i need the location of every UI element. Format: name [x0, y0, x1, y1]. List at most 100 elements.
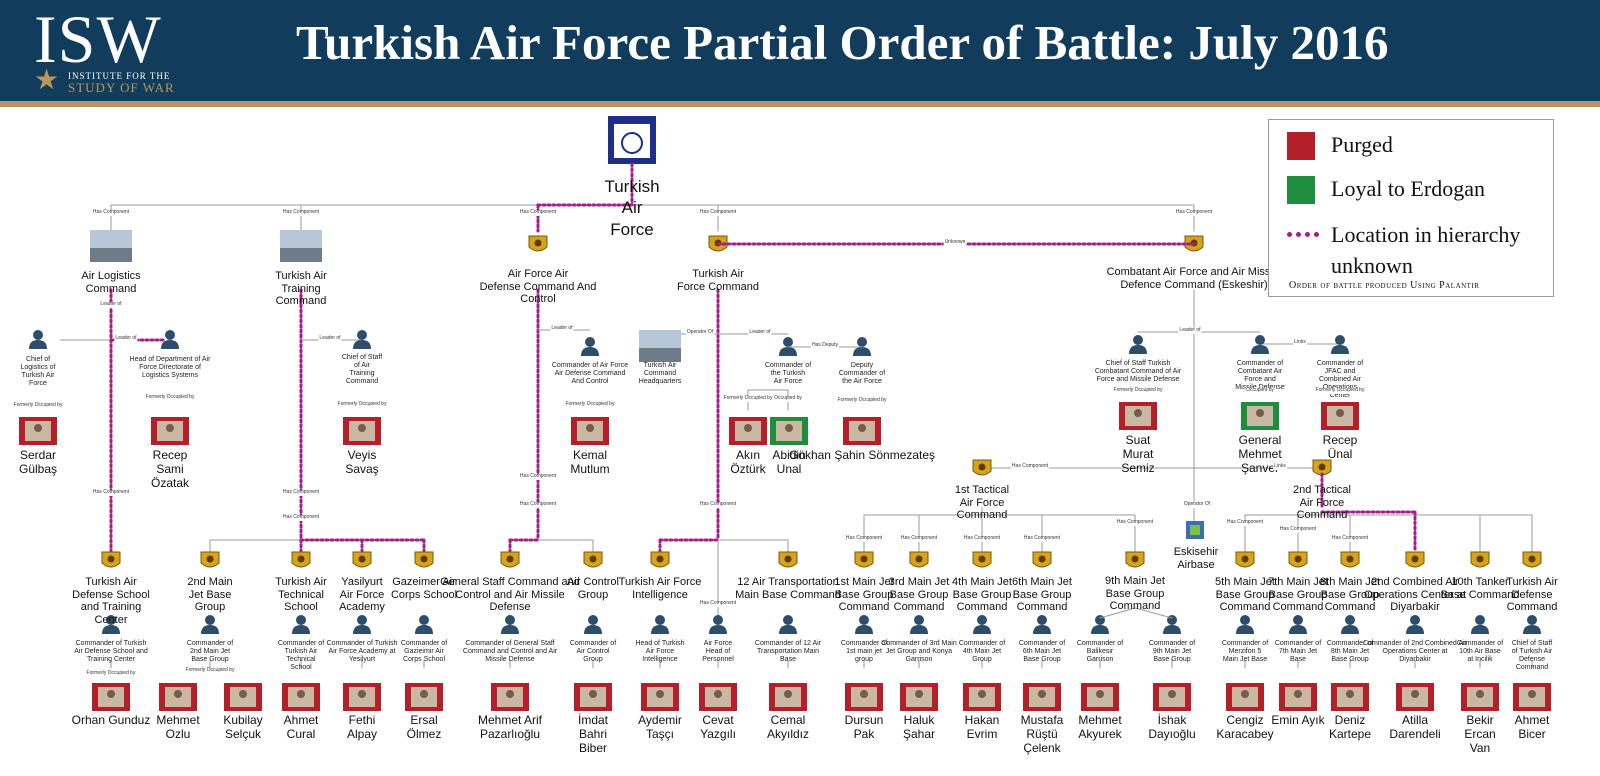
position-label: Turkish Air Command Headquarters	[638, 362, 682, 386]
position-label: Commander of 2nd Main Jet Base Group	[186, 640, 234, 664]
person-name: Cengiz Karacabey	[1216, 713, 1274, 741]
unit-badge-icon	[1125, 551, 1145, 568]
unit-label: 2nd Tactical Air Force Command	[1293, 484, 1351, 522]
edge-label: Operator Of	[1182, 501, 1212, 508]
person-name: İmdat Bahri Biber	[577, 713, 609, 755]
edge-label: Has Component	[698, 209, 738, 216]
unit-label: 5th Main Jet Base Group Command	[1215, 576, 1275, 614]
page-title: Turkish Air Force Partial Order of Battl…	[296, 15, 1389, 70]
person-icon	[505, 615, 515, 625]
portrait-head	[1528, 690, 1536, 698]
badge-center	[358, 555, 366, 563]
unit-badge-icon	[1235, 551, 1255, 568]
edge-label: Leader of	[99, 301, 123, 308]
position-label: Commander of 2nd Combined Air Operations…	[1363, 640, 1467, 664]
person-icon-body	[779, 625, 797, 634]
edge-label: Formerly Occupied by	[184, 667, 236, 674]
badge-center	[978, 463, 986, 471]
unit-badge-icon	[414, 551, 434, 568]
badge-center	[206, 555, 214, 563]
person-icon-body	[1406, 625, 1424, 634]
person-name: Recep Ünal	[1322, 433, 1358, 461]
badge-center	[420, 555, 428, 563]
unit-label: 7th Main Jet Base Group Command	[1268, 576, 1328, 614]
person-icon-body	[292, 625, 310, 634]
position-label: Commander of 6th Main Jet Base Group	[1018, 640, 1066, 664]
portrait-head	[166, 424, 174, 432]
unit-label: Turkish Air Force Command	[677, 268, 759, 293]
portrait-head	[1096, 690, 1104, 698]
person-name: Gökhan Şahin Sönmezateş	[788, 448, 936, 462]
position-label: Commander of 12 Air Transportation Main …	[754, 640, 822, 664]
unit-badge-icon	[101, 551, 121, 568]
person-icon	[857, 337, 867, 347]
unit-label: 4th Main Jet Base Group Command	[952, 576, 1012, 614]
portrait-head	[714, 690, 722, 698]
portrait-head	[297, 690, 305, 698]
edge-label: Has Component	[281, 514, 321, 521]
position-label: Deputy Commander of the Air Force	[838, 362, 886, 386]
person-icon-body	[1331, 345, 1349, 354]
portrait-head	[858, 424, 866, 432]
person-icon-body	[1251, 345, 1269, 354]
unit-badge-icon	[352, 551, 372, 568]
portrait-head	[1294, 690, 1302, 698]
position-label: Commander of 7th Main Jet Base	[1274, 640, 1322, 664]
building-photo-base	[280, 248, 322, 262]
person-icon	[655, 615, 665, 625]
unit-badge-icon	[200, 551, 220, 568]
position-label: Commander of Air Control Group	[569, 640, 617, 664]
person-icon-body	[853, 347, 871, 356]
position-label: Commander of Balikesir Garrison	[1076, 640, 1124, 664]
unit-label: 12 Air Transportation Main Base Command	[735, 576, 841, 601]
person-name: İshak Dayıoğlu	[1148, 713, 1196, 741]
person-icon	[205, 615, 215, 625]
edge-label: Occupied by	[1245, 387, 1275, 394]
badge-center	[534, 239, 542, 247]
unit-badge-icon	[1288, 551, 1308, 568]
person-icon-body	[1091, 625, 1109, 634]
edge-label: Has Component	[844, 535, 884, 542]
person-icon	[106, 615, 116, 625]
person-name: Ahmet Cural	[283, 713, 319, 741]
person-name: Mehmet Arif Pazarlıoğlu	[477, 713, 543, 741]
person-icon	[859, 615, 869, 625]
banner-rule	[0, 101, 1600, 107]
hierarchy-link	[1134, 607, 1173, 619]
unit-label: Eskisehir Airbase	[1173, 546, 1219, 571]
person-icon	[1475, 615, 1485, 625]
position-label: Commander of 4th Main Jet Group	[958, 640, 1006, 664]
portrait-head	[978, 690, 986, 698]
unit-label: Turkish Air Training Command	[275, 270, 327, 308]
person-icon	[1335, 335, 1345, 345]
edge-label: Unknown	[943, 239, 967, 246]
person-icon	[585, 337, 595, 347]
portrait-head	[860, 690, 868, 698]
airbase-grid-icon-inner	[1190, 525, 1200, 535]
badge-center	[107, 555, 115, 563]
person-icon	[1167, 615, 1177, 625]
person-icon	[713, 615, 723, 625]
edge-label: Has Component	[962, 535, 1002, 542]
portrait-head	[784, 690, 792, 698]
person-icon	[33, 330, 43, 340]
unit-label: Turkish Air Defense School and Training …	[72, 576, 150, 626]
unit-label: Combatant Air Force and Air Missile Defe…	[1106, 266, 1282, 291]
unit-badge-icon	[650, 551, 670, 568]
portrait-head	[744, 424, 752, 432]
badge-center	[1476, 555, 1484, 563]
person-icon-body	[1129, 345, 1147, 354]
portrait-head	[1241, 690, 1249, 698]
edge-label: Has Component	[1278, 526, 1318, 533]
unit-badge-icon	[500, 551, 520, 568]
position-label: Commander of Turkish Air Force Academy a…	[326, 640, 398, 664]
logo-subtitle-1: INSTITUTE FOR THE	[68, 71, 171, 81]
badge-center	[978, 555, 986, 563]
logo-subtitle-2: STUDY OF WAR	[68, 80, 175, 95]
unit-badge-icon	[972, 459, 992, 476]
badge-center	[1411, 555, 1419, 563]
legend-unknown-label: Location in hierarchy unknown	[1331, 222, 1521, 278]
person-icon	[357, 330, 367, 340]
portrait-head	[239, 690, 247, 698]
